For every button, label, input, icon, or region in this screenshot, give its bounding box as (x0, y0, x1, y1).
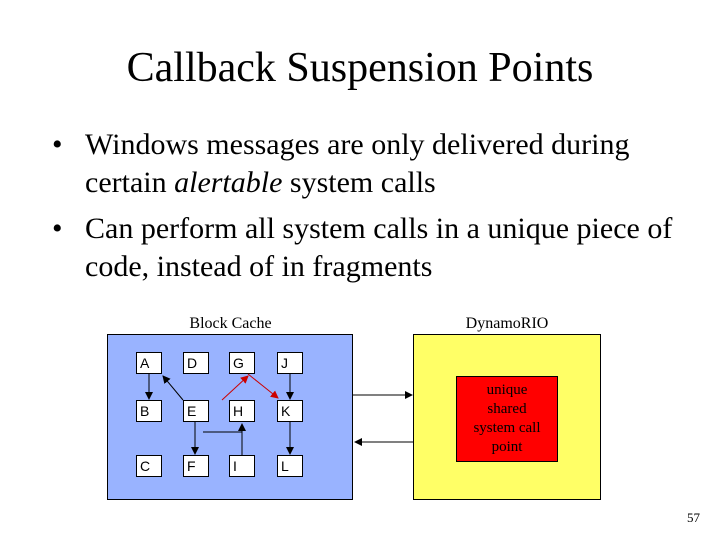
block-k: K (277, 400, 303, 422)
bullet-1-after: system calls (282, 166, 436, 199)
block-h: H (229, 400, 255, 422)
block-f: F (183, 455, 209, 477)
slide-title: Callback Suspension Points (126, 45, 594, 91)
block-b: B (136, 400, 162, 422)
bullet-list: • Windows messages are only delivered du… (52, 126, 692, 294)
arrow-g-to-h-red (247, 373, 279, 399)
block-l: L (277, 455, 303, 477)
arrow-e-to-d (162, 375, 184, 401)
block-d: D (183, 352, 209, 374)
bullet-item-1: • Windows messages are only delivered du… (52, 126, 692, 202)
block-g: G (229, 352, 255, 374)
shared-syscall-point: unique shared system call point (456, 376, 558, 462)
block-cache-label: Block Cache (189, 315, 272, 332)
block-a: A (136, 352, 162, 374)
syscall-line-3: system call (473, 420, 541, 436)
bullet-dot: • (52, 212, 63, 245)
block-c: C (136, 455, 162, 477)
syscall-line-2: shared (487, 401, 527, 417)
dynamorio-label: DynamoRIO (465, 315, 549, 332)
arrow-k-to-g-red (221, 375, 249, 401)
block-j: J (277, 352, 303, 374)
block-e: E (183, 400, 209, 422)
page-number: 57 (687, 510, 700, 525)
bullet-1-before: Windows messages are only delivered duri… (85, 128, 630, 199)
bullet-dot: • (52, 128, 63, 161)
syscall-line-1: unique (486, 382, 528, 398)
bullet-2-text: Can perform all system calls in a unique… (85, 212, 673, 283)
bullet-item-2: • Can perform all system calls in a uniq… (52, 210, 692, 286)
block-i: I (229, 455, 255, 477)
syscall-line-4: point (491, 439, 523, 455)
bullet-1-emphasis: alertable (174, 166, 283, 199)
